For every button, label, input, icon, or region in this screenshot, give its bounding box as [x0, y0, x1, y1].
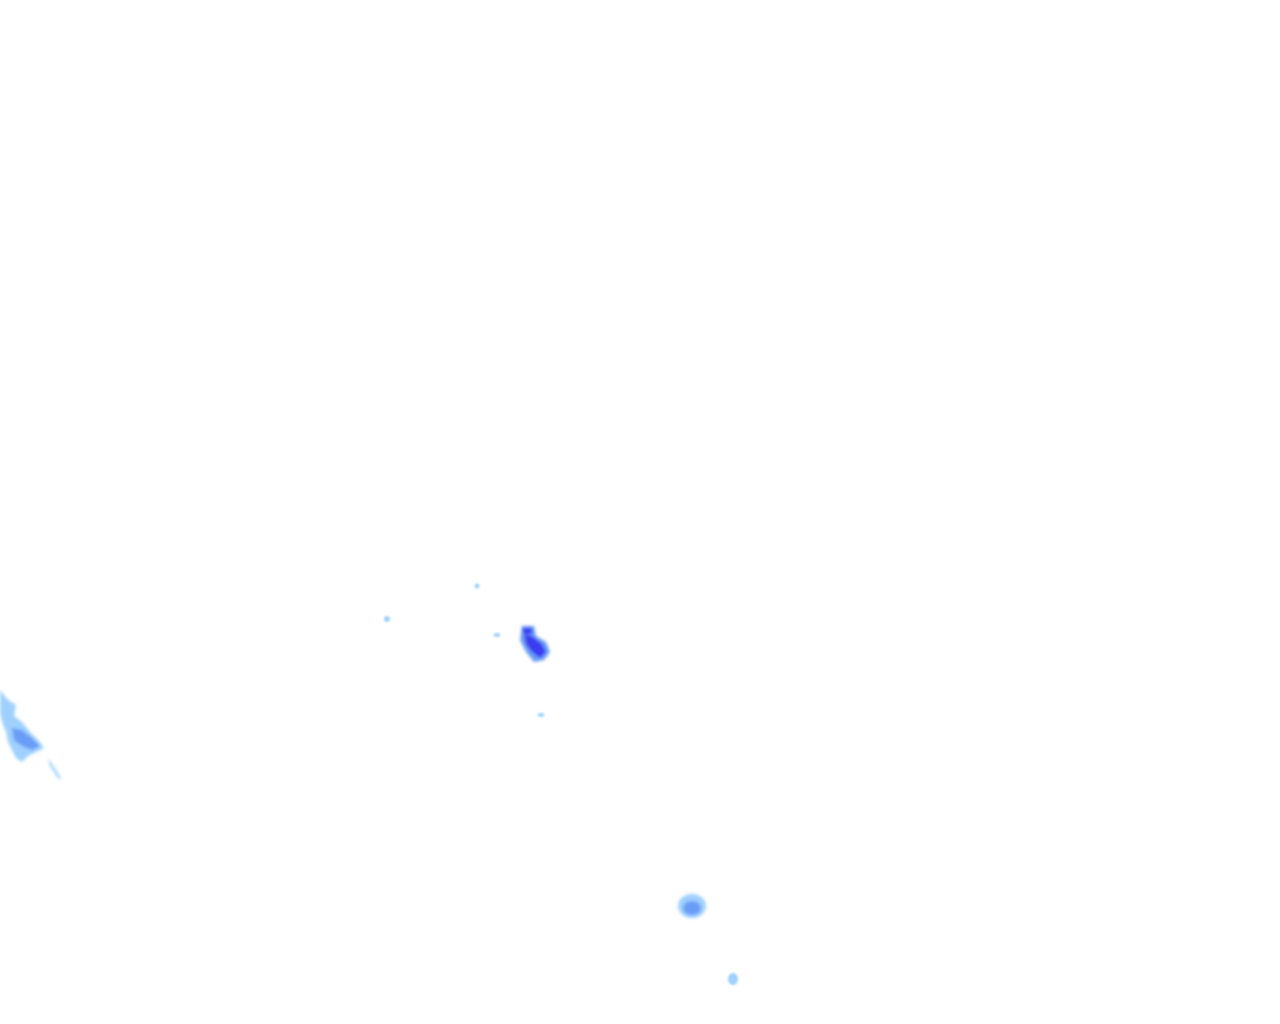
precipitation-cell-west — [0, 690, 62, 780]
precipitation-cell-central — [520, 626, 550, 662]
precipitation-specks — [384, 583, 545, 717]
precipitation-cell-south-small — [728, 973, 738, 985]
precipitation-cell-south — [678, 894, 706, 918]
